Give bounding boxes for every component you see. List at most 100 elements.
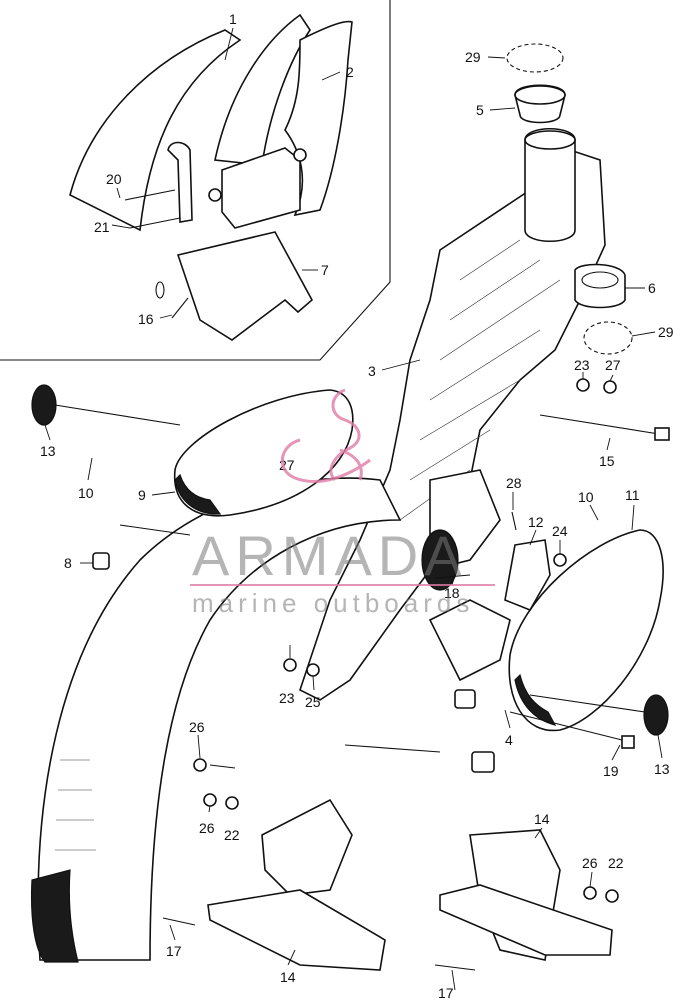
washer-27-right (603, 380, 617, 394)
callout-11: 11 (625, 487, 640, 503)
leader-3 (381, 359, 421, 371)
leader-21 (111, 224, 131, 229)
leader-29b (631, 331, 656, 337)
callout-24: 24 (552, 523, 568, 539)
callout-27-right: 27 (605, 357, 621, 373)
bolt-19 (509, 711, 631, 743)
leader-13a (44, 424, 51, 441)
callout-25: 25 (305, 694, 321, 710)
inset-frame (0, 0, 391, 361)
knob-13-right-shaft (529, 694, 646, 713)
frame-shading (399, 239, 561, 521)
bolt-18 (434, 574, 471, 579)
callout-6: 6 (648, 280, 656, 296)
front-fender (31, 477, 402, 963)
leader-10a (87, 457, 93, 481)
leader-17a (169, 924, 176, 941)
lower-brackets (207, 798, 613, 971)
callout-20: 20 (106, 171, 122, 187)
callout-14-right: 14 (534, 811, 550, 827)
ball-bearings (506, 43, 633, 355)
part-bracket-2 (284, 20, 353, 217)
leader-2 (321, 71, 341, 81)
callout-15: 15 (599, 453, 615, 469)
part-bracket-14-left (207, 889, 386, 971)
fender-tip-shadow (31, 869, 79, 963)
knob-13-right (643, 694, 669, 736)
part-side-cover-9 (173, 389, 354, 517)
callout-19: 19 (603, 763, 619, 779)
spacer-8 (92, 552, 110, 570)
washer-26-b (203, 793, 217, 807)
leader-13b (657, 734, 663, 759)
watermark: ARMADA marine outboards (190, 388, 495, 618)
stud-left (119, 524, 191, 536)
screw-17-left (162, 917, 196, 926)
right-side-cover (508, 529, 664, 732)
leader-4 (504, 709, 511, 729)
part-plate-7 (176, 231, 314, 341)
callout-numbers: 1 2 3 4 5 6 7 8 9 10 10 11 12 13 13 14 1… (40, 11, 674, 1000)
pin-28 (511, 511, 517, 531)
frame-opening (421, 529, 459, 591)
leader-11 (631, 504, 635, 531)
part-bracket-upper-left (261, 798, 353, 896)
leader-27b (609, 374, 614, 382)
leader-19 (611, 744, 621, 761)
bolt-15-head (654, 427, 670, 441)
callout-10-left: 10 (78, 485, 94, 501)
leader-10b (589, 504, 599, 521)
callout-26-a: 26 (189, 719, 205, 735)
bolt-15 (539, 414, 666, 436)
logo-stroke-3 (339, 448, 363, 481)
leader-26a (197, 734, 201, 759)
leader-5 (489, 107, 516, 111)
knob-13-left-shaft (54, 404, 181, 426)
part-clip (167, 141, 193, 223)
part-clamp-6 (574, 263, 626, 309)
part-panel-1-edge (214, 13, 311, 166)
leader-20 (116, 187, 121, 199)
part-side-cover-11 (508, 529, 664, 732)
cover-11-shadow (514, 673, 557, 726)
left-side-cover (173, 389, 354, 517)
callout-22-left: 22 (224, 827, 240, 843)
part-fender (37, 477, 402, 961)
nut-24 (553, 553, 567, 567)
callout-3: 3 (368, 363, 376, 379)
callout-1: 1 (229, 11, 237, 27)
callout-10-right: 10 (578, 489, 594, 505)
callout-29-top: 29 (465, 49, 481, 65)
spacer-4 (454, 689, 476, 709)
callout-12: 12 (528, 514, 544, 530)
callout-26-b: 26 (199, 820, 215, 836)
leader-14b (534, 827, 543, 839)
part-steering-head (524, 128, 576, 242)
callout-21: 21 (94, 219, 110, 235)
callout-18: 18 (444, 585, 460, 601)
screw-26-a (209, 764, 236, 769)
leader-25 (312, 675, 315, 691)
bearing-cup-5-rim (514, 85, 566, 105)
callout-23-left: 23 (279, 690, 295, 706)
nut-22-b (605, 889, 619, 903)
bearing-ring-29-top (506, 43, 564, 73)
callout-16: 16 (138, 311, 154, 327)
callout-29-right: 29 (658, 324, 674, 340)
callout-8: 8 (64, 555, 72, 571)
cover-9-shadow (174, 473, 222, 515)
spacer-lower (471, 751, 495, 773)
callout-26-c: 26 (582, 855, 598, 871)
part-frame-lower (428, 599, 511, 682)
part-bracket-14-right (439, 884, 613, 956)
screw-16 (171, 297, 189, 319)
leader-14a (287, 949, 296, 966)
callout-17-right: 17 (438, 985, 454, 1000)
callout-14-left: 14 (280, 969, 296, 985)
washer-26-c (583, 886, 597, 900)
callout-13-left: 13 (40, 443, 56, 459)
logo-stroke-2 (280, 438, 371, 483)
knob-13-left (31, 384, 57, 426)
callout-28: 28 (506, 475, 522, 491)
